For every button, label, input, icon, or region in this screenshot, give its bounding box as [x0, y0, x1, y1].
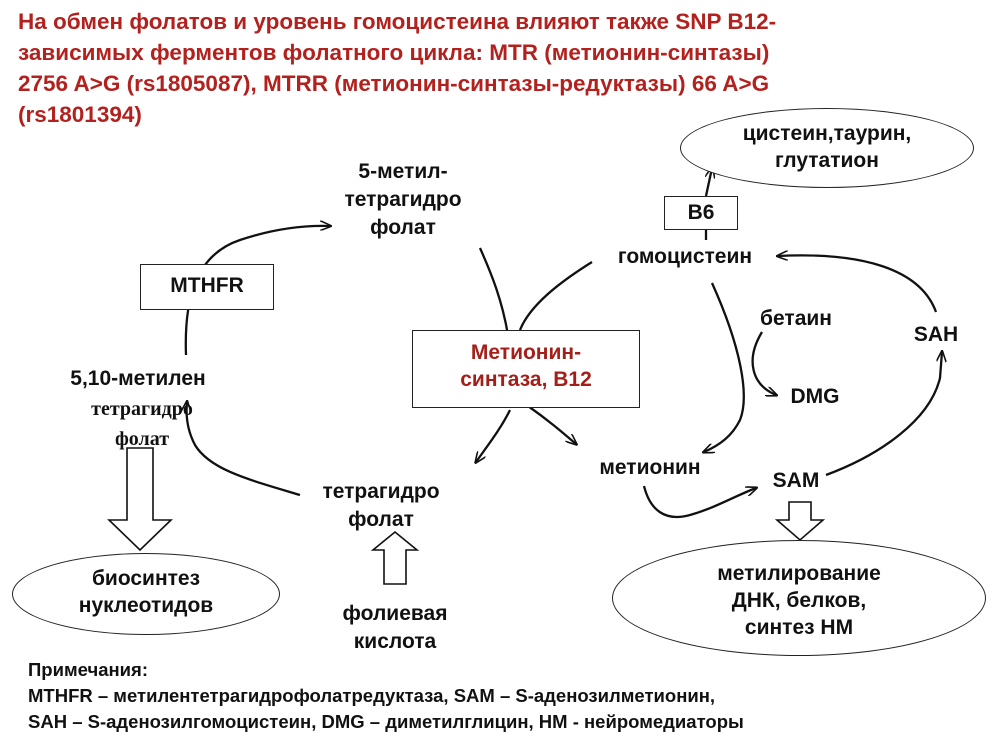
arrow-sam-to-sah [825, 352, 942, 477]
cysteine-oval [680, 108, 974, 188]
sam-label: SAM [772, 469, 820, 492]
slide-title: На обмен фолатов и уровень гомоцистеина … [18, 6, 988, 130]
homocysteine-label: гомоцистеин [617, 245, 753, 268]
title-line-4: (rs1801394) [18, 102, 142, 127]
methylation-line-3: синтез НМ [744, 616, 854, 639]
nucleotide-synthesis-line-1: биосинтез [91, 567, 201, 590]
arrow-sah-to-homocysteine [778, 255, 938, 313]
b6-label: B6 [687, 201, 715, 224]
b6-box [664, 196, 738, 230]
notes-heading: Примечания: [28, 659, 149, 680]
methylene-thf-line-2: тетрагидро [91, 398, 193, 420]
dmg-label: DMG [790, 385, 840, 408]
notes-block: Примечания: MTHFR – метилентетрагидрофол… [28, 657, 744, 735]
arrow-methionine-to-sam [642, 485, 756, 519]
sah-label: SAH [913, 323, 959, 346]
methionine-synthase-box [412, 330, 640, 408]
thf-line-1: тетрагидро [322, 480, 440, 503]
folic-acid-line-1: фолиевая [342, 602, 448, 625]
arrow-homocysteine-to-methionine [704, 282, 745, 452]
hollow-arrow-sam-to-methylation [774, 501, 826, 542]
methylation-line-1: метилирование [717, 562, 881, 585]
nucleotide-synthesis-line-2: нуклеотидов [78, 594, 214, 617]
arrow-synthase-to-thf [476, 409, 512, 462]
mthfr-box [140, 264, 274, 310]
title-line-1: На обмен фолатов и уровень гомоцистеина … [18, 9, 777, 34]
methylene-thf-line-3: фолат [114, 428, 170, 450]
methylation-line-2: ДНК, белков, [731, 589, 867, 612]
betaine-label: бетаин [760, 307, 832, 330]
curve-homocysteine-to-synthase [518, 261, 593, 331]
notes-line-2: SAH – S-аденозилгомоцистеин, DMG – димет… [28, 711, 744, 732]
arrow-mthfr-to-methyl-thf [184, 226, 330, 356]
arrow-betaine-to-dmg [751, 331, 776, 395]
methionine-synthase-line-1: Метионин- [470, 341, 582, 364]
hollow-arrow-folic-to-thf [370, 530, 420, 585]
nucleotide-synthesis-oval [12, 553, 280, 635]
title-line-3: 2756 A>G (rs1805087), MTRR (метионин-син… [18, 71, 770, 96]
arrow-thf-to-methylene-thf [187, 402, 301, 497]
hollow-arrow-to-nucleotides [107, 447, 173, 552]
methyl-thf-line-2: тетрагидро [344, 188, 462, 211]
thf-line-2: фолат [348, 508, 414, 531]
mthfr-label: MTHFR [170, 274, 244, 297]
curve-methyl-thf-to-synthase [478, 247, 510, 336]
methyl-thf-line-1: 5-метил- [358, 160, 448, 183]
arrow-synthase-to-methionine [527, 405, 576, 444]
title-line-2: зависимых ферментов фолатного цикла: MTR… [18, 40, 770, 65]
notes-line-1: MTHFR – метилентетрагидрофолатредуктаза,… [28, 685, 716, 706]
methionine-label: метионин [599, 456, 701, 479]
methionine-synthase-line-2: синтаза, B12 [460, 368, 592, 391]
methyl-thf-line-3: фолат [370, 216, 436, 239]
cysteine-line-2: глутатион [775, 149, 879, 172]
cysteine-line-1: цистеин,таурин, [742, 122, 912, 145]
methylation-oval [612, 540, 986, 656]
folic-acid-line-2: кислота [353, 630, 437, 653]
methylene-thf-line-1: 5,10-метилен [70, 367, 206, 390]
